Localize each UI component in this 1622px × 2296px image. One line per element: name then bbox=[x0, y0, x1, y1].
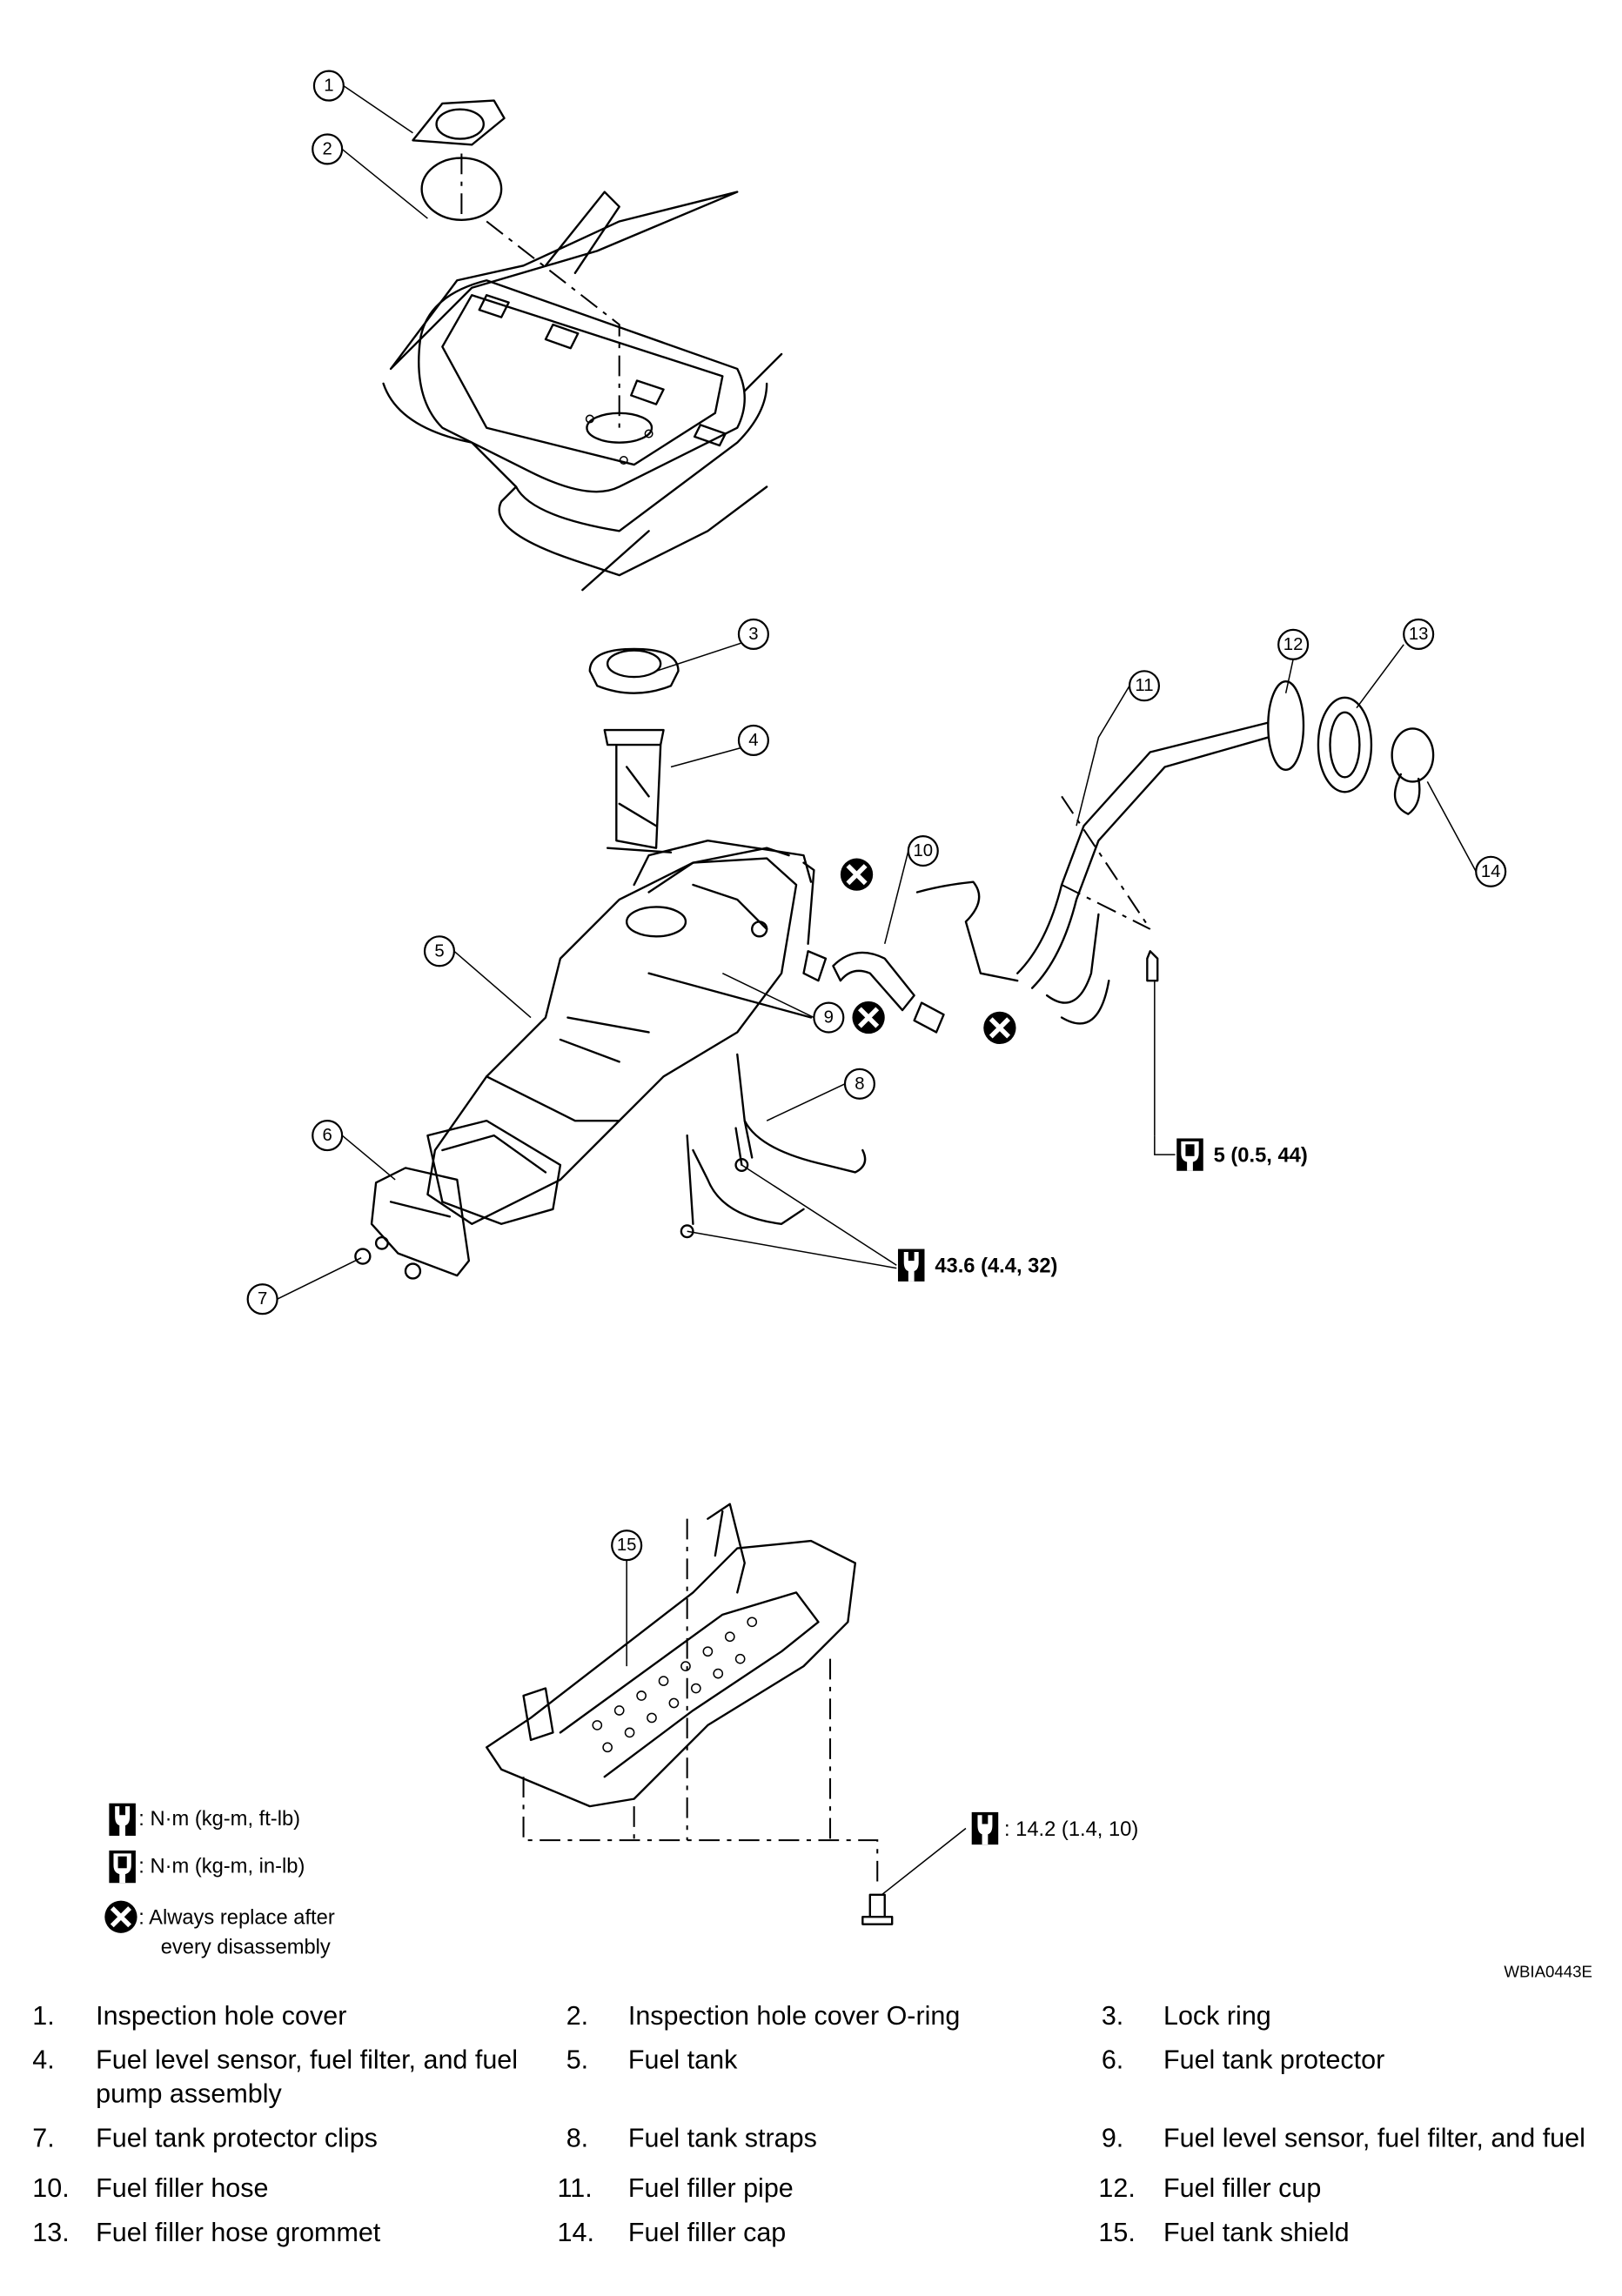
callout-12: 12 bbox=[1277, 628, 1310, 660]
parts-list: 1. Inspection hole cover 2. Inspection hol… bbox=[32, 2001, 1585, 2247]
svg-text:7.: 7. bbox=[32, 2124, 54, 2153]
list-item: 9. Fuel level sensor, fuel filter, and fu… bbox=[1102, 2124, 1585, 2153]
fuel-tank-shield-drawing bbox=[486, 1503, 967, 1925]
callout-11: 11 bbox=[1128, 670, 1161, 702]
legend-ft-lb: : N·m (kg-m, ft-lb) bbox=[138, 1808, 300, 1831]
svg-text:2: 2 bbox=[323, 139, 332, 158]
callout-13: 13 bbox=[1403, 618, 1435, 650]
always-replace-x-icon bbox=[841, 859, 873, 891]
svg-text:9: 9 bbox=[824, 1008, 834, 1028]
svg-text:4.: 4. bbox=[32, 2045, 54, 2075]
fuel-tank-assembly-drawing bbox=[354, 647, 1435, 1280]
figure-code: WBIA0443E bbox=[1504, 1963, 1592, 1981]
list-item: 3. Lock ring bbox=[1102, 2001, 1271, 2031]
svg-text:8.: 8. bbox=[566, 2124, 588, 2153]
list-item: 13. Fuel filler hose grommet bbox=[32, 2218, 381, 2247]
list-item: 14. Fuel filler cap bbox=[558, 2218, 787, 2247]
torque-wrench-ft-lb-icon bbox=[897, 1248, 925, 1282]
svg-text:Lock ring: Lock ring bbox=[1163, 2001, 1271, 2031]
svg-text:12.: 12. bbox=[1098, 2173, 1135, 2203]
svg-text:13.: 13. bbox=[32, 2218, 69, 2247]
svg-text:11.: 11. bbox=[558, 2173, 593, 2203]
svg-text:3.: 3. bbox=[1102, 2001, 1123, 2031]
svg-text:Fuel tank straps: Fuel tank straps bbox=[628, 2124, 817, 2153]
svg-text:6.: 6. bbox=[1102, 2045, 1123, 2075]
svg-text:4: 4 bbox=[748, 731, 758, 750]
always-replace-x-icon bbox=[983, 1012, 1015, 1044]
list-item: 6. Fuel tank protector bbox=[1102, 2045, 1384, 2075]
svg-text:13: 13 bbox=[1409, 625, 1429, 644]
list-item: 10. Fuel filler hose bbox=[32, 2173, 268, 2203]
list-item: 1. Inspection hole cover bbox=[32, 2001, 346, 2031]
callout-7: 7 bbox=[246, 1283, 278, 1315]
list-item: 5. Fuel tank bbox=[566, 2045, 738, 2075]
svg-text:Inspection hole cover: Inspection hole cover bbox=[96, 2001, 346, 2031]
svg-text:12: 12 bbox=[1284, 635, 1304, 654]
svg-text:11: 11 bbox=[1135, 676, 1153, 695]
list-item: 4. Fuel level sensor, fuel filter, and fu… bbox=[32, 2045, 518, 2109]
svg-text:3: 3 bbox=[748, 625, 758, 644]
callout-8: 8 bbox=[843, 1068, 875, 1100]
torque-wrench-ft-lb-icon bbox=[971, 1811, 999, 1845]
svg-text:14: 14 bbox=[1481, 862, 1501, 881]
svg-text:15: 15 bbox=[617, 1536, 637, 1555]
legend: : N·m (kg-m, ft-lb) : N·m (kg-m, in-lb) … bbox=[104, 1803, 335, 1959]
svg-text:pump assembly: pump assembly bbox=[96, 2079, 282, 2109]
list-item: 7. Fuel tank protector clips bbox=[32, 2124, 378, 2153]
svg-text:Fuel tank protector clips: Fuel tank protector clips bbox=[96, 2124, 378, 2153]
torque-filler-pipe-bolt: 5 (0.5, 44) bbox=[1214, 1145, 1308, 1168]
list-item: 2. Inspection hole cover O-ring bbox=[566, 2001, 961, 2031]
svg-text:Fuel level sensor, fuel filter: Fuel level sensor, fuel filter, and fuel bbox=[1163, 2124, 1585, 2153]
callout-4: 4 bbox=[737, 724, 769, 757]
list-item: 8. Fuel tank straps bbox=[566, 2124, 817, 2153]
torque-wrench-in-lb-icon bbox=[1176, 1138, 1203, 1171]
svg-text:Fuel filler hose grommet: Fuel filler hose grommet bbox=[96, 2218, 381, 2247]
svg-text:Fuel level sensor, fuel filter: Fuel level sensor, fuel filter, and fuel bbox=[96, 2045, 518, 2075]
callout-3: 3 bbox=[737, 618, 769, 650]
svg-text:Fuel filler cup: Fuel filler cup bbox=[1163, 2173, 1321, 2203]
svg-text:15.: 15. bbox=[1098, 2218, 1135, 2247]
svg-text:10.: 10. bbox=[32, 2173, 69, 2203]
svg-text:Fuel tank protector: Fuel tank protector bbox=[1163, 2045, 1384, 2075]
list-item: 11. Fuel filler pipe bbox=[558, 2173, 794, 2203]
svg-text:2.: 2. bbox=[566, 2001, 588, 2031]
legend-in-lb: : N·m (kg-m, in-lb) bbox=[138, 1855, 305, 1878]
callout-5: 5 bbox=[423, 935, 456, 967]
callout-1: 1 bbox=[312, 70, 345, 102]
always-replace-x-icon bbox=[852, 1001, 884, 1034]
callout-10: 10 bbox=[907, 835, 939, 867]
svg-text:Fuel filler cap: Fuel filler cap bbox=[628, 2218, 786, 2247]
svg-text:Fuel tank shield: Fuel tank shield bbox=[1163, 2218, 1350, 2247]
svg-text:5: 5 bbox=[434, 941, 444, 961]
callout-2: 2 bbox=[312, 133, 344, 165]
callout-14: 14 bbox=[1475, 855, 1507, 887]
svg-text:10: 10 bbox=[913, 841, 933, 860]
callout-markers: 1 2 3 4 5 6 7 8 9 10 11 12 13 14 15 bbox=[246, 70, 1507, 1667]
torque-shield-bolt: : 14.2 (1.4, 10) bbox=[1004, 1818, 1138, 1841]
legend-replace-line2: every disassembly bbox=[161, 1937, 331, 1959]
list-item: 15. Fuel tank shield bbox=[1098, 2218, 1349, 2247]
svg-text:6: 6 bbox=[323, 1126, 332, 1145]
svg-text:1.: 1. bbox=[32, 2001, 54, 2031]
svg-text:Fuel tank: Fuel tank bbox=[628, 2045, 738, 2075]
callout-15: 15 bbox=[611, 1530, 643, 1562]
legend-replace-line1: : Always replace after bbox=[138, 1907, 335, 1930]
svg-text:Fuel filler hose: Fuel filler hose bbox=[96, 2173, 268, 2203]
torque-strap-bolts: 43.6 (4.4, 32) bbox=[935, 1255, 1057, 1278]
vehicle-floor-drawing bbox=[382, 99, 783, 592]
svg-text:14.: 14. bbox=[558, 2218, 594, 2247]
list-item: 12. Fuel filler cup bbox=[1098, 2173, 1321, 2203]
svg-text:1: 1 bbox=[324, 77, 333, 96]
svg-text:8: 8 bbox=[855, 1074, 864, 1094]
callout-9: 9 bbox=[813, 1001, 845, 1034]
svg-text:9.: 9. bbox=[1102, 2124, 1123, 2153]
svg-text:Inspection hole cover O-ring: Inspection hole cover O-ring bbox=[628, 2001, 960, 2031]
svg-text:Fuel filler pipe: Fuel filler pipe bbox=[628, 2173, 794, 2203]
callout-6: 6 bbox=[312, 1120, 344, 1152]
svg-text:5.: 5. bbox=[566, 2045, 588, 2075]
svg-text:7: 7 bbox=[258, 1289, 267, 1309]
